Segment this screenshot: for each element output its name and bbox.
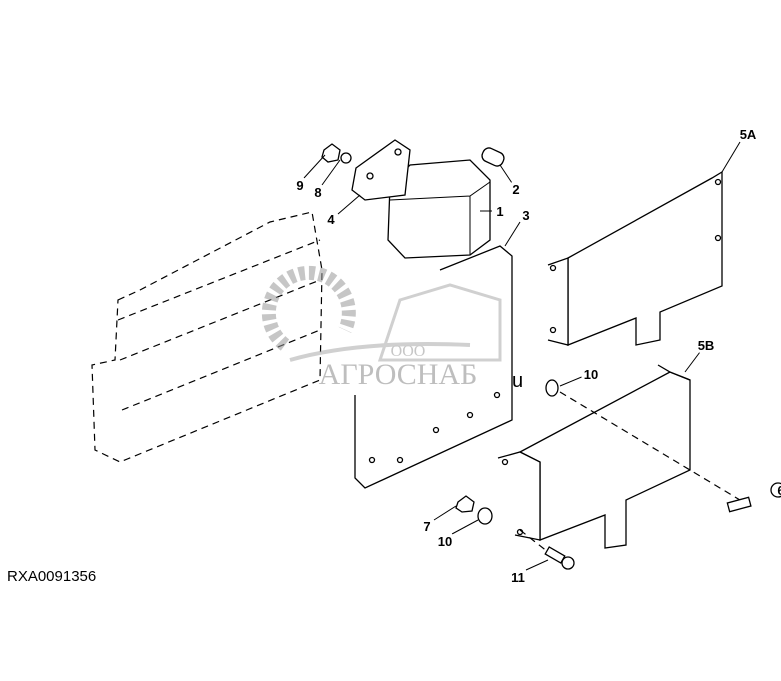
- svg-text:2: 2: [512, 182, 519, 197]
- callout-10b: 10: [435, 531, 455, 551]
- callout-5b: 5B: [696, 335, 716, 355]
- nut-washer: [321, 143, 352, 164]
- washer-10: [477, 507, 493, 525]
- svg-text:5A: 5A: [740, 127, 757, 142]
- gasket: [351, 139, 411, 201]
- callout-1: 1: [492, 203, 508, 219]
- mounting-plate: [354, 245, 513, 489]
- callout-7: 7: [419, 518, 435, 534]
- svg-text:11: 11: [511, 570, 525, 585]
- callout-4: 4: [323, 211, 339, 227]
- svg-text:6: 6: [777, 483, 781, 498]
- leader-lines: [303, 141, 741, 571]
- washer: [545, 379, 559, 397]
- callout-8: 8: [310, 184, 326, 200]
- svg-text:5B: 5B: [698, 338, 715, 353]
- nut-7: [455, 495, 475, 513]
- watermark-logo: ООО АГРОСНАБ: [261, 265, 502, 391]
- callout-2: 2: [508, 181, 524, 197]
- watermark-name: АГРОСНАБ: [319, 358, 478, 391]
- bolt-6: [726, 482, 781, 513]
- callout-6: 6: [777, 483, 781, 498]
- svg-text:4: 4: [327, 212, 335, 227]
- watermark-prefix: ООО: [391, 343, 426, 360]
- assembly-axis: [559, 391, 741, 501]
- bracket-5a: [547, 170, 723, 346]
- svg-text:10: 10: [584, 367, 598, 382]
- callout-5a: 5A: [738, 124, 758, 144]
- fender-dashed-outline: [91, 211, 323, 463]
- work-lamp: [387, 159, 491, 259]
- bulb: [481, 147, 505, 167]
- svg-text:10: 10: [438, 534, 452, 549]
- bolt-11: [519, 529, 575, 570]
- callout-11: 11: [508, 567, 528, 587]
- svg-text:1: 1: [496, 204, 503, 219]
- reference-code: RXA0091356: [7, 568, 97, 585]
- stray-glyph: u: [512, 370, 524, 392]
- callout-10a: 10: [581, 364, 601, 384]
- svg-text:9: 9: [296, 178, 303, 193]
- svg-text:3: 3: [522, 208, 529, 223]
- callout-3: 3: [518, 207, 534, 223]
- callout-9: 9: [292, 177, 308, 193]
- svg-text:7: 7: [423, 519, 430, 534]
- bracket-5b: [497, 364, 691, 549]
- svg-text:8: 8: [314, 185, 321, 200]
